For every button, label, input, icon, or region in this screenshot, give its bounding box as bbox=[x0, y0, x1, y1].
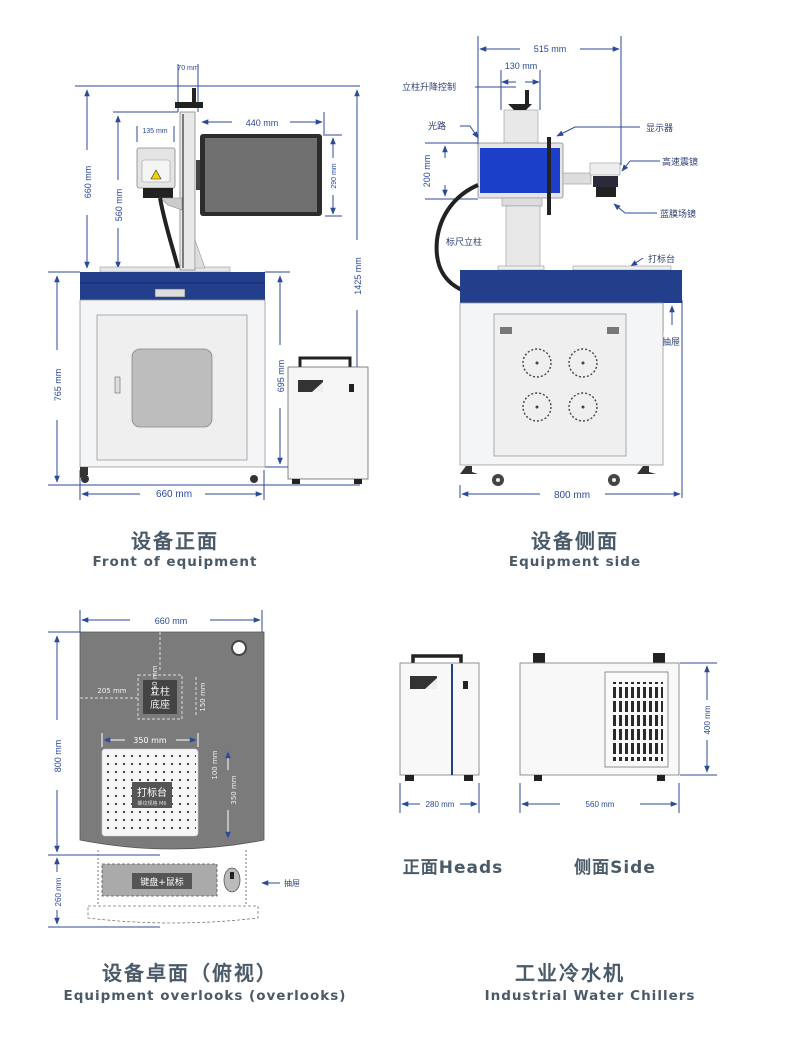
label-marking-table-sub: 螺纹规格 M6 bbox=[137, 800, 166, 807]
dim-top-width: 660 mm bbox=[155, 616, 188, 626]
label-marking-table: 打标台 bbox=[137, 786, 167, 799]
side-cabinet bbox=[459, 265, 682, 486]
caption-front-cn: 设备正面 bbox=[131, 529, 219, 553]
dim-head-width: 135 mm bbox=[142, 128, 167, 135]
front-chiller bbox=[287, 356, 369, 484]
dim-table-width: 350 mm bbox=[133, 736, 167, 745]
label-galvo: 高速震镜 bbox=[662, 156, 698, 168]
vent-grille bbox=[610, 682, 663, 761]
side-view: 515 mm 130 mm 200 mm 800 mm 立柱升降控制 光路 显示… bbox=[402, 36, 698, 501]
dim-chiller-height: 400 mm bbox=[703, 705, 712, 734]
side-column-head bbox=[434, 90, 621, 292]
front-view: 70 mm 440 mm 135 mm 660 mm 560 mm 290 mm… bbox=[48, 64, 369, 500]
label-marking-table: 打标台 bbox=[648, 253, 675, 265]
dim-chiller-front-width: 280 mm bbox=[426, 800, 455, 809]
caption-chiller-en: Industrial Water Chillers bbox=[484, 988, 696, 1004]
dim-monitor-height: 290 mm bbox=[331, 163, 338, 188]
label-drawer: 抽屉 bbox=[662, 336, 680, 348]
monitor bbox=[196, 134, 322, 216]
label-display: 显示器 bbox=[646, 123, 673, 134]
dim-head-height: 560 mm bbox=[114, 189, 124, 222]
dim-table-offset: 100 mm bbox=[211, 750, 219, 779]
dim-column-offset-left: 205 mm bbox=[97, 687, 126, 695]
dim-lift-width: 130 mm bbox=[505, 61, 538, 71]
dim-side-head-height: 200 mm bbox=[422, 155, 432, 188]
dim-column-offset-top: 150 mm bbox=[151, 665, 159, 694]
dim-monitor-width: 440 mm bbox=[246, 118, 279, 128]
door-handle bbox=[114, 376, 121, 394]
label-keyboard-mouse: 键盘+鼠标 bbox=[140, 876, 184, 888]
label-chiller-front: 正面Heads bbox=[402, 858, 504, 878]
dim-cabinet-height: 765 mm bbox=[53, 369, 63, 402]
dim-top-width: 70 mm bbox=[177, 65, 199, 72]
fan-vent-icon bbox=[522, 392, 552, 422]
caption-side-en: Equipment side bbox=[508, 554, 642, 570]
mouse-icon bbox=[223, 867, 241, 893]
chiller-dimension-lines bbox=[399, 662, 717, 813]
dim-drawer-depth: 260 mm bbox=[54, 877, 63, 906]
front-cabinet bbox=[79, 272, 266, 483]
dim-side-total-width: 515 mm bbox=[534, 44, 567, 54]
dim-top-depth: 800 mm bbox=[53, 740, 63, 773]
laser-column bbox=[99, 88, 231, 273]
fiber-cable bbox=[158, 197, 180, 269]
tabletop: 立柱 底座 150 mm 205 mm 150 mm 350 mm 100 mm… bbox=[79, 631, 265, 850]
front-dimension-lines bbox=[48, 64, 360, 500]
dim-total-height: 1425 mm bbox=[353, 257, 363, 295]
label-column-base-1: 立柱 bbox=[150, 685, 170, 698]
chiller-side bbox=[519, 653, 680, 781]
caption-top-en: Equipment overlooks (overlooks) bbox=[63, 988, 347, 1004]
warning-icon bbox=[150, 169, 162, 180]
label-field-lens: 蓝膜场镜 bbox=[660, 208, 696, 220]
label-ruler-column: 标尺立柱 bbox=[446, 236, 482, 248]
cable-hole-icon bbox=[231, 640, 247, 656]
dim-column-size: 150 mm bbox=[199, 682, 207, 711]
top-dimension-lines bbox=[48, 610, 280, 928]
label-lift-control: 立柱升降控制 bbox=[402, 81, 456, 93]
caption-front-en: Front of equipment bbox=[92, 554, 258, 570]
caption-chiller-cn: 工业冷水机 bbox=[515, 961, 625, 985]
chiller-front bbox=[399, 654, 480, 781]
label-column-base-2: 底座 bbox=[150, 698, 170, 711]
dim-chiller-side-width: 560 mm bbox=[586, 800, 615, 809]
top-view: 660 mm 800 mm 260 mm 抽屉 立柱 底座 150 mm 205… bbox=[48, 610, 300, 928]
caption-side-cn: 设备侧面 bbox=[531, 529, 619, 553]
caption-top-cn: 设备卓面（俯视） bbox=[102, 961, 278, 985]
chiller-views: 280 mm 560 mm 400 mm bbox=[399, 653, 717, 813]
fan-vent-icon bbox=[568, 392, 598, 422]
cabinet-window bbox=[131, 348, 213, 428]
dim-table-depth: 350 mm bbox=[230, 775, 238, 804]
keyboard-drawer: 键盘+鼠标 bbox=[87, 850, 259, 924]
fan-vent-icon bbox=[568, 348, 598, 378]
laser-head bbox=[136, 147, 183, 269]
label-top-drawer: 抽屉 bbox=[284, 878, 300, 888]
dim-side-cabinet-width: 800 mm bbox=[554, 490, 590, 501]
dim-cabinet-width: 660 mm bbox=[156, 489, 192, 500]
label-chiller-side: 侧面Side bbox=[574, 858, 656, 878]
dim-column-height: 660 mm bbox=[83, 166, 93, 199]
drawer-handle bbox=[154, 288, 186, 298]
fan-vent-icon bbox=[522, 348, 552, 378]
dim-chiller-height: 695 mm bbox=[276, 360, 286, 393]
label-optical-path: 光路 bbox=[428, 120, 446, 132]
